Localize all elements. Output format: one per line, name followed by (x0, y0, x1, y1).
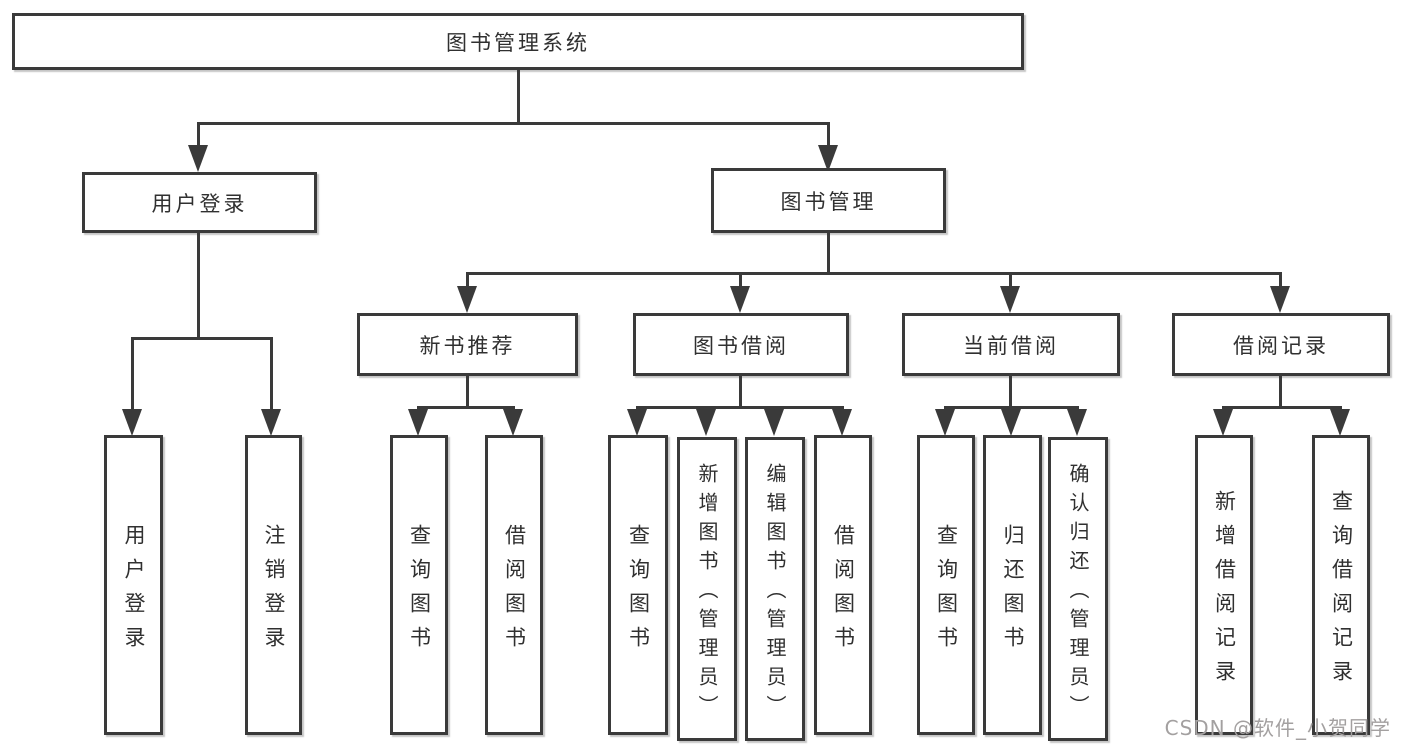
connector-line (197, 122, 830, 125)
arrowhead-icon (503, 409, 523, 436)
leaf-query-books-3: 查询图书 (917, 435, 975, 735)
connector-line (270, 337, 273, 410)
arrowhead-icon (935, 409, 955, 436)
connector-line (466, 272, 469, 287)
connector-line (131, 337, 273, 340)
leaf-borrow-books-2: 借阅图书 (814, 435, 872, 735)
arrowhead-icon (122, 409, 142, 436)
arrowhead-icon (261, 409, 281, 436)
leaf-logout-label: 注销登录 (262, 523, 286, 660)
leaf-edit-books-admin-label: 编辑图书（管理员） (763, 463, 787, 724)
node-book-management: 图书管理 (711, 168, 946, 233)
leaf-borrow-books-2-label: 借阅图书 (831, 523, 856, 660)
leaf-borrow-books-1-label: 借阅图书 (502, 523, 527, 660)
leaf-query-books-1: 查询图书 (390, 435, 448, 735)
leaf-query-books-2: 查询图书 (608, 435, 668, 735)
node-new-book-recommend: 新书推荐 (357, 313, 578, 376)
arrowhead-icon (730, 286, 750, 313)
node-new-book-recommend-label: 新书推荐 (419, 333, 516, 358)
connector-line (517, 69, 520, 122)
leaf-user-login: 用户登录 (104, 435, 163, 735)
node-current-borrow-label: 当前借阅 (963, 333, 1059, 358)
leaf-logout: 注销登录 (245, 435, 302, 735)
leaf-borrow-books-1: 借阅图书 (485, 435, 543, 735)
connector-line (512, 406, 515, 411)
node-current-borrow: 当前借阅 (902, 313, 1120, 376)
connector-line (773, 406, 776, 411)
arrowhead-icon (1330, 409, 1350, 436)
connector-line (197, 233, 200, 337)
connector-line (1009, 376, 1012, 406)
connector-line (466, 272, 1282, 275)
leaf-confirm-return-admin: 确认归还（管理员） (1048, 437, 1108, 741)
connector-line (197, 122, 200, 146)
node-user-login-label: 用户登录 (151, 191, 248, 216)
connector-line (1339, 406, 1342, 411)
arrowhead-icon (1000, 286, 1020, 313)
leaf-query-books-3-label: 查询图书 (934, 523, 959, 660)
node-root-system: 图书管理系统 (12, 13, 1024, 70)
connector-line (841, 406, 844, 411)
connector-line (417, 406, 420, 411)
arrowhead-icon (408, 409, 428, 436)
leaf-add-books-admin: 新增图书（管理员） (677, 437, 737, 741)
node-borrow-records-label: 借阅记录 (1233, 333, 1329, 358)
leaf-add-borrow-record: 新增借阅记录 (1195, 435, 1253, 735)
arrowhead-icon (188, 145, 208, 172)
leaf-query-borrow-record: 查询借阅记录 (1312, 435, 1370, 735)
arrowhead-icon (696, 409, 716, 436)
arrowhead-icon (764, 409, 784, 436)
connector-line (1222, 406, 1342, 409)
arrowhead-icon (1270, 286, 1290, 313)
leaf-return-books: 归还图书 (983, 435, 1042, 735)
node-book-management-label: 图书管理 (780, 189, 877, 214)
connector-line (1009, 272, 1012, 287)
leaf-add-borrow-record-label: 新增借阅记录 (1212, 489, 1237, 694)
connector-line (1222, 406, 1225, 411)
connector-line (636, 406, 639, 411)
leaf-query-books-2-label: 查询图书 (626, 523, 651, 660)
arrowhead-icon (1067, 409, 1087, 436)
connector-line (1279, 376, 1282, 406)
node-user-login: 用户登录 (82, 172, 317, 233)
leaf-add-books-admin-label: 新增图书（管理员） (695, 463, 719, 724)
connector-line (944, 406, 947, 411)
connector-line (636, 406, 844, 409)
arrowhead-icon (1213, 409, 1233, 436)
node-book-borrow-label: 图书借阅 (693, 333, 789, 358)
connector-line (131, 337, 134, 410)
connector-line (827, 122, 830, 146)
connector-line (739, 272, 742, 287)
leaf-return-books-label: 归还图书 (1001, 523, 1025, 660)
leaf-edit-books-admin: 编辑图书（管理员） (745, 437, 805, 741)
leaf-user-login-label: 用户登录 (122, 523, 146, 660)
connector-line (739, 376, 742, 406)
connector-line (1010, 406, 1013, 411)
node-book-borrow: 图书借阅 (633, 313, 849, 376)
node-root-label: 图书管理系统 (446, 30, 590, 55)
leaf-query-books-1-label: 查询图书 (407, 523, 432, 660)
connector-line (417, 406, 515, 409)
csdn-watermark: CSDN @软件_小贺同学 (1164, 716, 1391, 740)
leaf-query-borrow-record-label: 查询借阅记录 (1329, 489, 1354, 694)
connector-line (705, 406, 708, 411)
connector-line (1279, 272, 1282, 287)
arrowhead-icon (627, 409, 647, 436)
connector-line (1076, 406, 1079, 411)
connector-line (466, 376, 469, 406)
arrowhead-icon (1001, 409, 1021, 436)
arrowhead-icon (457, 286, 477, 313)
connector-line (827, 233, 830, 272)
arrowhead-icon (818, 145, 838, 172)
leaf-confirm-return-admin-label: 确认归还（管理员） (1066, 463, 1090, 724)
arrowhead-icon (832, 409, 852, 436)
node-borrow-records: 借阅记录 (1172, 313, 1390, 376)
